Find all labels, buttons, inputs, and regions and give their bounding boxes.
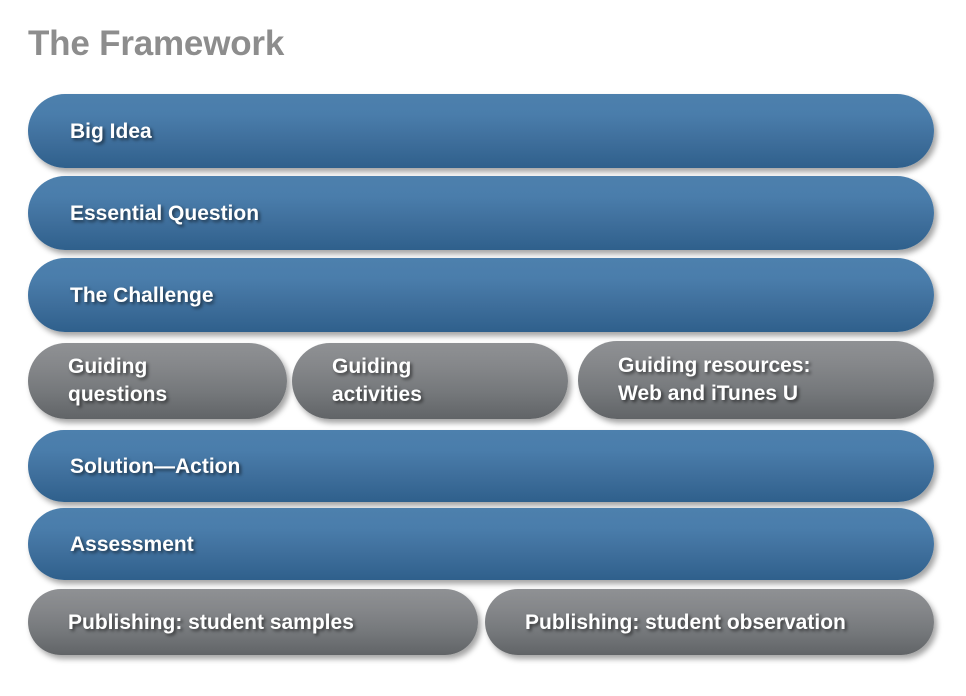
stage-label-the-challenge: The Challenge [70,283,214,307]
stage-label-publishing-student-observation: Publishing: student observation [525,610,846,634]
stage-label-guiding-questions: Guiding questions [68,355,168,406]
framework-stage-solution-action[interactable]: Solution—Action [28,430,934,502]
stage-label-solution-action: Solution—Action [70,454,241,478]
stage-label-guiding-activities: Guiding activities [332,355,422,406]
stage-label-guiding-resources: Guiding resources: Web and iTunes U [618,354,811,405]
stage-label-publishing-student-samples: Publishing: student samples [68,610,354,634]
framework-stage-assessment[interactable]: Assessment [28,508,934,580]
framework-stage-guiding-resources[interactable]: Guiding resources: Web and iTunes U [578,341,934,419]
page-title: The Framework [28,24,285,63]
stage-label-assessment: Assessment [70,532,194,556]
framework-stage-big-idea[interactable]: Big Idea [28,94,934,168]
framework-stage-guiding-questions[interactable]: Guiding questions [28,343,287,419]
framework-stage-the-challenge[interactable]: The Challenge [28,258,934,332]
framework-stage-publishing-student-samples[interactable]: Publishing: student samples [28,589,478,655]
stage-label-big-idea: Big Idea [70,119,152,143]
stage-label-essential-question: Essential Question [70,201,260,225]
framework-stage-essential-question[interactable]: Essential Question [28,176,934,250]
framework-stage-guiding-activities[interactable]: Guiding activities [292,343,568,419]
framework-stage-publishing-student-observation[interactable]: Publishing: student observation [485,589,934,655]
